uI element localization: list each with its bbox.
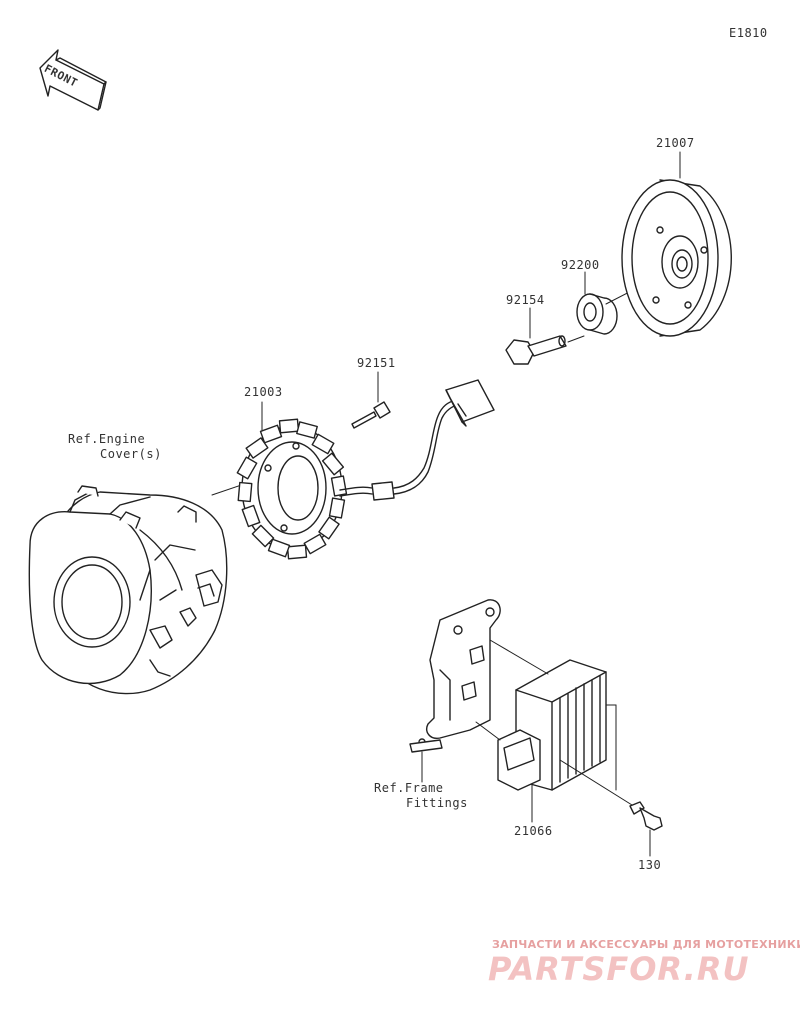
watermark-tagline: ЗАПЧАСТИ И АКСЕССУАРЫ ДЛЯ МОТОТЕХНИКИ [492, 938, 800, 951]
ref-engine-cover-line1: Ref.Engine [68, 432, 146, 446]
stator [236, 418, 348, 560]
frame-bracket [409, 599, 501, 753]
stator-wire [339, 379, 495, 501]
ref-engine-cover-line2: Cover(s) [100, 447, 162, 461]
front-arrow-icon [39, 49, 107, 111]
part-number-stator-bolt: 92151 [357, 356, 396, 370]
part-number-regulator: 21066 [514, 824, 553, 838]
stator-bolt [351, 401, 391, 429]
engine-cover [28, 477, 263, 695]
part-number-regulator-bolt: 130 [638, 858, 662, 872]
part-number-flywheel-bolt: 92154 [506, 293, 545, 307]
watermark-logo: PARTSFOR.RU [488, 950, 750, 988]
flywheel [621, 179, 732, 337]
regulator [497, 659, 607, 791]
ref-frame-fittings-line2: Fittings [406, 796, 468, 810]
flywheel-bolt [505, 335, 567, 365]
part-number-bearing: 92200 [561, 258, 600, 272]
regulator-bolt [629, 801, 663, 831]
diagram-code: E1810 [729, 26, 768, 40]
part-number-stator: 21003 [244, 385, 283, 399]
bearing [576, 293, 618, 335]
ref-frame-fittings-line1: Ref.Frame [374, 781, 444, 795]
part-number-flywheel: 21007 [656, 136, 695, 150]
